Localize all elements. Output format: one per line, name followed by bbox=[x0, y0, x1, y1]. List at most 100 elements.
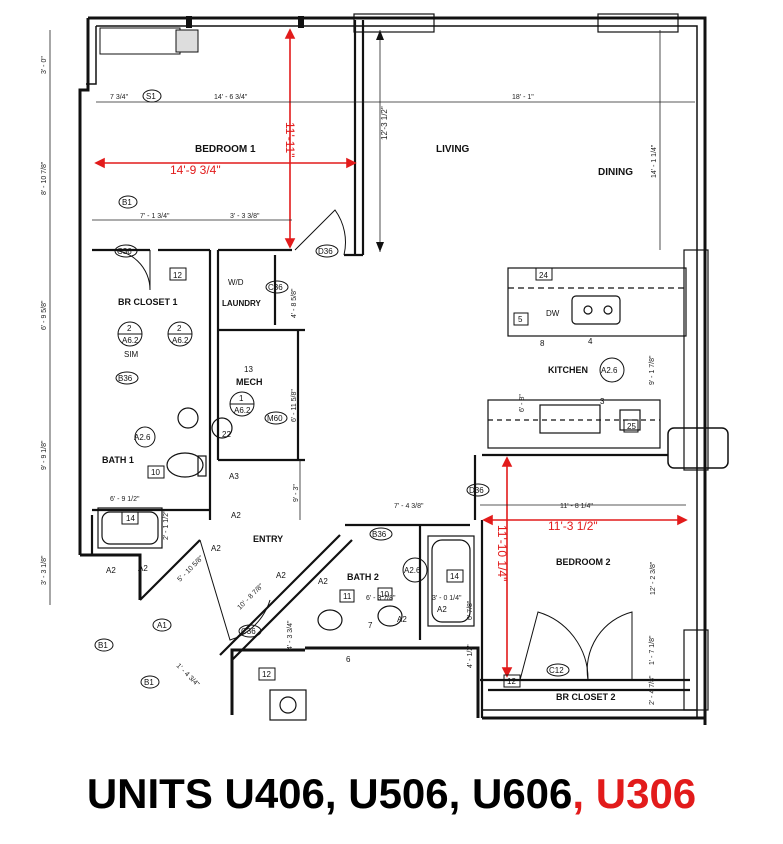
room-kitchen: KITCHEN bbox=[548, 365, 588, 375]
arrow-up bbox=[376, 30, 384, 40]
interior-walls bbox=[90, 20, 690, 718]
tag-c36-entry: C36 bbox=[241, 627, 256, 636]
dim-top-right: 18' - 1" bbox=[512, 94, 534, 101]
tag-6-bath2: 6 bbox=[346, 655, 351, 664]
tag-b1-entry: B1 bbox=[98, 641, 108, 650]
tag-12-entry: 12 bbox=[262, 670, 271, 679]
tag-a3: A3 bbox=[229, 472, 239, 481]
callout-tags bbox=[94, 89, 639, 689]
exterior-walls bbox=[78, 16, 707, 725]
tag-section-2: 2 bbox=[127, 324, 132, 333]
tag-b36-bath2: B36 bbox=[372, 530, 387, 539]
dim-bedroom2-bottom: 2' - 4 7/8" bbox=[649, 675, 656, 705]
tag-dw: DW bbox=[546, 309, 560, 318]
tag-10-bath1: 10 bbox=[151, 468, 160, 477]
tag-25: 25 bbox=[627, 422, 636, 431]
tag-s1: S1 bbox=[146, 92, 156, 101]
tag-c12: C12 bbox=[549, 666, 564, 675]
dim-bath1-width: 6' - 9 1/2" bbox=[110, 496, 140, 503]
dim-living-v: 12'-3 1/2" bbox=[380, 106, 389, 140]
room-entry: ENTRY bbox=[253, 534, 283, 544]
tag-4-kitchen: 4 bbox=[588, 337, 593, 346]
doors bbox=[107, 209, 633, 681]
dim-small-1: 1' - 4 3/4" bbox=[175, 662, 201, 688]
tag-m60: M60 bbox=[267, 414, 283, 423]
dim-top-left: 7 3/4" bbox=[110, 94, 129, 101]
tag-a26-kitchen: A2.6 bbox=[601, 366, 618, 375]
dim-bedroom2-depth: 11'-10 1/4" bbox=[495, 525, 509, 581]
dim-entry-diag: 10' - 8 7/8" bbox=[236, 582, 265, 611]
dim-top-mid: 14' - 6 3/4" bbox=[214, 94, 248, 101]
fixtures bbox=[97, 407, 475, 721]
tag-a2-entry: A2 bbox=[231, 511, 241, 520]
tag-7-bath2: 7 bbox=[368, 621, 373, 630]
tag-3-kitchen: 3 bbox=[600, 397, 605, 406]
dim-left-4: 9' - 9 1/8" bbox=[41, 440, 48, 470]
room-mech: MECH bbox=[236, 377, 263, 387]
dim-entry-v2: 4' - 3 3/4" bbox=[287, 620, 294, 650]
dim-bath1-v: 2' - 1 1/2" bbox=[163, 510, 170, 540]
tag-a2-tub: A2 bbox=[437, 605, 447, 614]
room-bath-2: BATH 2 bbox=[347, 572, 379, 582]
tag-b1: B1 bbox=[122, 198, 132, 207]
dim-bedroom2-w: 11' - 8 1/4" bbox=[560, 503, 593, 510]
tag-14-bath1: 14 bbox=[126, 514, 135, 523]
highlighted-unit: U306 bbox=[595, 770, 697, 817]
dim-bedroom2-width: 11'-3 1/2" bbox=[548, 519, 598, 533]
tag-a62-mid: A6.2 bbox=[172, 336, 189, 345]
room-bedroom-2: BEDROOM 2 bbox=[556, 557, 611, 567]
tag-12-bedroom2: 12 bbox=[507, 677, 516, 686]
tag-a2-left: A2 bbox=[106, 566, 116, 575]
tag-a2-bath2-wall: A2 bbox=[276, 571, 286, 580]
tag-12-closet: 12 bbox=[173, 271, 182, 280]
window-marks bbox=[99, 13, 729, 711]
dim-bedroom2-v: 12' - 2 3/8" bbox=[650, 561, 657, 595]
dim-left-5: 3' - 3 1/8" bbox=[41, 555, 48, 585]
tag-d36-bedroom1: D36 bbox=[318, 247, 333, 256]
tag-14-bath2: 14 bbox=[450, 572, 459, 581]
dimension-lines bbox=[49, 30, 695, 605]
room-bath-1: BATH 1 bbox=[102, 455, 134, 465]
kitchen-counter bbox=[487, 267, 687, 449]
dim-left-2: 8' - 10 7/8" bbox=[41, 161, 48, 195]
tag-section-1: 1 bbox=[239, 394, 244, 403]
dim-bedroom2-left2: 4' - 1/2" bbox=[467, 644, 474, 668]
tag-a62-left: A6.2 bbox=[122, 336, 139, 345]
dim-laundry-width: 3' - 3 3/8" bbox=[230, 213, 260, 220]
caption-separator: , bbox=[572, 770, 596, 817]
room-br-closet-1: BR CLOSET 1 bbox=[118, 297, 178, 307]
tag-c36-laundry: C36 bbox=[268, 283, 283, 292]
tag-wd: W/D bbox=[228, 278, 244, 287]
dim-mech-v: 6' - 11 5/8" bbox=[291, 389, 298, 422]
dim-bedroom2-right: 1' - 7 1/8" bbox=[649, 635, 656, 665]
tag-8-kitchen: 8 bbox=[540, 339, 545, 348]
dim-entry-v: 9' - 3" bbox=[293, 484, 300, 502]
dim-kitchen-v: 6' - 8" bbox=[519, 394, 526, 412]
tag-a2-left2: A2 bbox=[138, 564, 148, 573]
tag-a2-bath2: A2 bbox=[397, 615, 407, 624]
floor-plan: BEDROOM 1 LIVING DINING BR CLOSET 1 LAUN… bbox=[41, 13, 729, 725]
dim-bedroom1-width: 14'-9 3/4" bbox=[170, 163, 221, 177]
dim-laundry-v: 4' - 8 5/8" bbox=[291, 288, 298, 318]
tag-section-2b: 2 bbox=[177, 324, 182, 333]
dim-bedroom1-depth: 11'-11" bbox=[283, 122, 297, 157]
units-list: UNITS U406, U506, U606 bbox=[86, 770, 573, 817]
tag-b36-closet: B36 bbox=[118, 374, 133, 383]
tag-a26-bath2: A2.6 bbox=[404, 566, 421, 575]
tag-a62-mech: A6.2 bbox=[234, 406, 251, 415]
room-br-closet-2: BR CLOSET 2 bbox=[556, 692, 616, 702]
room-living: LIVING bbox=[436, 144, 470, 155]
tag-sim: SIM bbox=[124, 350, 139, 359]
dim-bedroom2-left: 6' 7/8" bbox=[467, 600, 474, 620]
dim-left-3: 6' - 9 5/8" bbox=[41, 300, 48, 330]
room-dining: DINING bbox=[598, 167, 633, 178]
tag-b1-entry-2: B1 bbox=[144, 678, 154, 687]
dim-closet-width: 7' - 1 3/4" bbox=[140, 213, 170, 220]
dim-bath2-inner: 6' - 3 7/8" bbox=[366, 595, 396, 602]
tag-24: 24 bbox=[539, 271, 548, 280]
tag-13-mech: 13 bbox=[244, 365, 253, 374]
tag-11-bath2: 11 bbox=[343, 592, 352, 601]
dim-dining-v: 14' - 1 1/4" bbox=[651, 144, 658, 178]
dim-bath2-width: 7' - 4 3/8" bbox=[394, 503, 424, 510]
arrow-down bbox=[376, 242, 384, 252]
